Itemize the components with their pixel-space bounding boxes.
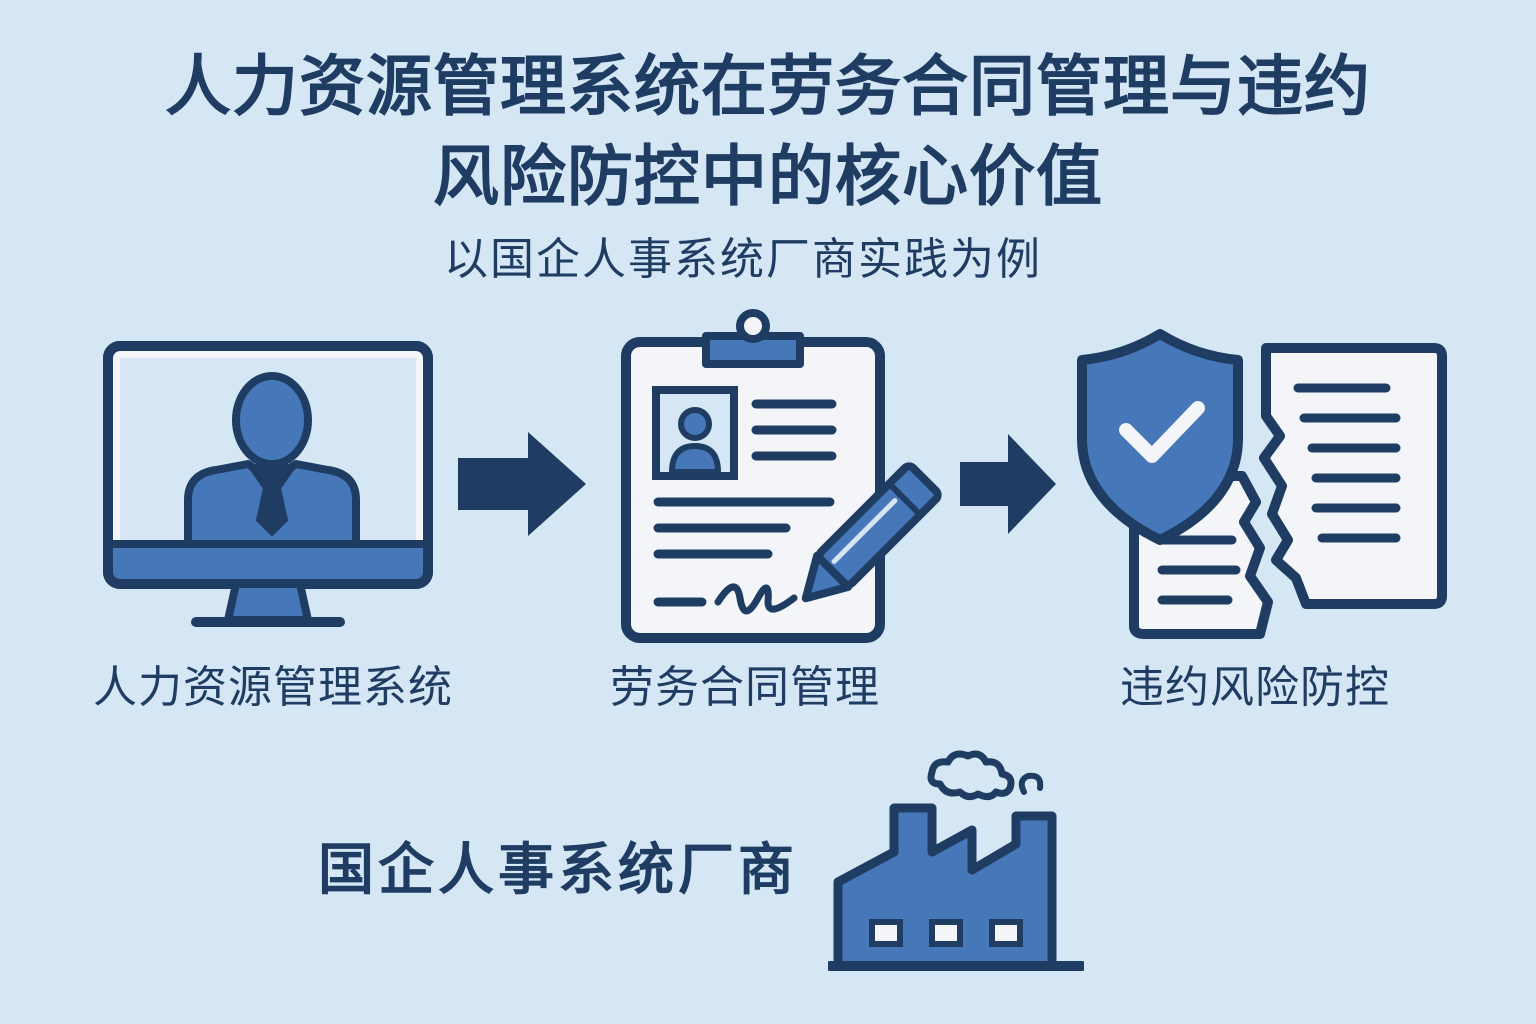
arrow-right-icon [960, 434, 1056, 534]
page-subtitle: 以国企人事系统厂商实践为例 [444, 234, 1042, 285]
page-title: 人力资源管理系统在劳务合同管理与违约 风险防控中的核心价值 [0, 42, 1536, 222]
step-label-breach-risk-control: 违约风险防控 [1120, 662, 1390, 713]
clipboard-contract-icon [621, 309, 942, 643]
vendor-label: 国企人事系统厂商 [318, 838, 798, 903]
computer-user-icon [103, 341, 433, 627]
factory-icon [828, 750, 1084, 971]
step-label-contract-management: 劳务合同管理 [610, 662, 880, 713]
arrow-right-icon [458, 432, 586, 536]
step-label-hr-system: 人力资源管理系统 [93, 662, 453, 713]
shield-torn-document-icon [1077, 329, 1447, 639]
page-title-line-1: 人力资源管理系统在劳务合同管理与违约 [165, 48, 1371, 125]
page-title-line-2: 风险防控中的核心价值 [433, 138, 1103, 215]
